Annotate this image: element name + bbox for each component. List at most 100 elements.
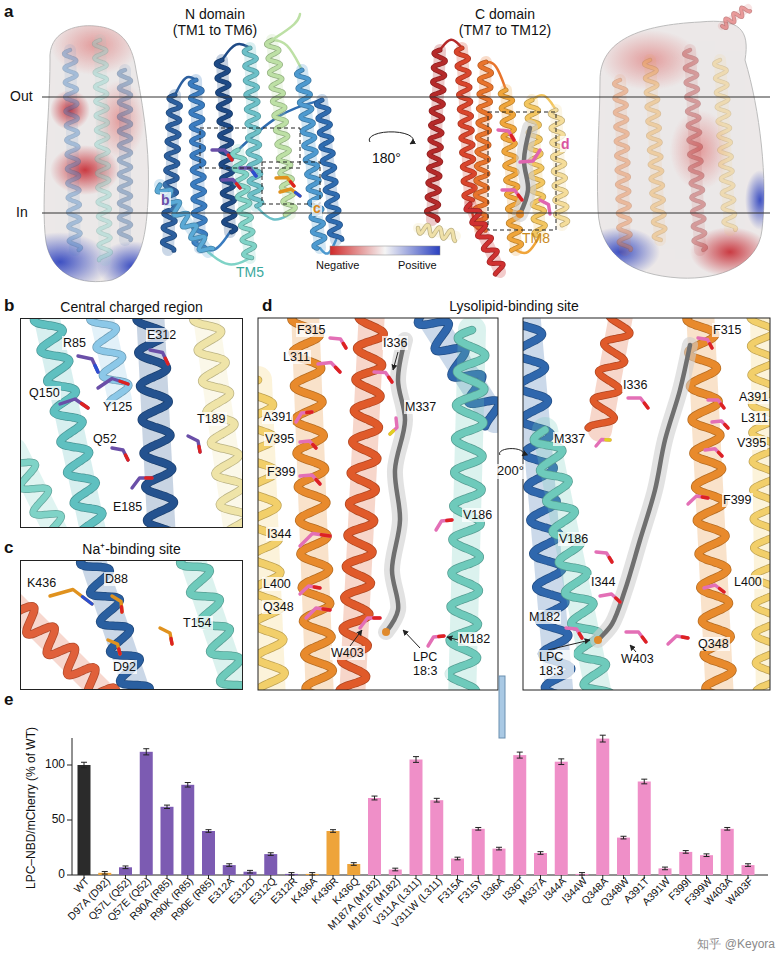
residue-stick <box>330 338 346 348</box>
residue-label: L311 <box>282 350 311 364</box>
residue-stick <box>306 608 330 618</box>
residue-stick <box>300 586 320 594</box>
helix <box>119 70 131 240</box>
leader-line <box>393 352 398 370</box>
leader-line <box>403 630 420 648</box>
helix-core <box>762 318 768 690</box>
residue-label: V395 <box>264 432 295 446</box>
residue-label: Q348 <box>697 637 730 651</box>
atom-tip <box>389 377 392 382</box>
error-bar <box>413 757 419 763</box>
helix-edge <box>20 450 61 528</box>
residue-stick <box>708 400 724 408</box>
helix-ribbon <box>232 150 254 258</box>
helix-ribbon <box>216 60 236 232</box>
atom-tip <box>719 452 723 456</box>
helix-edge <box>157 185 213 250</box>
residue-stick <box>628 398 648 408</box>
helix-core <box>119 70 131 240</box>
helix-edge <box>418 225 455 241</box>
helix <box>466 204 503 274</box>
residue-stick <box>596 440 610 447</box>
charge-patch <box>745 170 775 230</box>
error-bar <box>621 836 627 839</box>
residue-stick <box>712 421 728 428</box>
helix <box>94 40 111 260</box>
panel-letter: d <box>262 296 272 316</box>
atom-tip <box>82 404 89 409</box>
helix-edge <box>466 204 503 274</box>
helix-ribbon <box>456 48 475 200</box>
annotation: 180° <box>372 150 401 166</box>
helix-edge <box>137 318 176 528</box>
atom-tip <box>321 535 330 536</box>
panel-frame <box>258 318 498 690</box>
phosphate-atom <box>594 636 602 644</box>
residue-stick <box>698 338 712 348</box>
panel-letter: a <box>4 2 13 22</box>
panel-letter: e <box>4 690 13 710</box>
ribbon-n-domain <box>157 14 342 265</box>
error-bar <box>143 749 149 755</box>
helix-ribbon <box>80 560 150 690</box>
helix-ribbon <box>418 225 455 241</box>
residue-stick <box>132 478 152 488</box>
error-bar <box>226 864 232 867</box>
annotation: In <box>16 204 28 220</box>
bar <box>264 854 277 875</box>
bar <box>596 739 609 875</box>
residue-stick <box>108 640 120 654</box>
charge-patch <box>10 232 110 292</box>
membrane-line <box>42 97 770 98</box>
atom-tip <box>146 476 152 479</box>
helix <box>20 450 61 528</box>
atom-tip <box>237 184 241 188</box>
helix-ribbon <box>162 95 180 250</box>
helix-ribbon <box>466 204 503 274</box>
residue-stick <box>600 594 620 602</box>
helix <box>162 95 180 250</box>
atom-tip <box>343 344 346 349</box>
panel-d-right-art <box>523 318 770 690</box>
residue-stick <box>280 189 300 196</box>
atom-tip <box>165 358 168 364</box>
bar <box>617 838 630 875</box>
helix-core <box>45 318 95 528</box>
helix <box>614 80 631 250</box>
residue-stick <box>520 150 540 162</box>
atom-tip <box>518 195 522 200</box>
residue-stick <box>98 379 128 389</box>
error-bar <box>392 868 398 871</box>
helix-ribbon <box>714 60 736 230</box>
bar <box>181 785 194 875</box>
bar <box>161 807 174 875</box>
helix <box>722 8 750 28</box>
residue-stick <box>150 350 168 364</box>
atom-tip <box>721 404 724 408</box>
callout-letter: b <box>160 192 171 208</box>
error-bar <box>185 783 191 788</box>
atom-tip <box>171 639 172 645</box>
residue-stick <box>50 590 92 605</box>
residue-stick <box>688 496 708 504</box>
error-bar <box>517 752 523 758</box>
y-tick <box>67 765 72 766</box>
error-bar <box>206 830 212 833</box>
error-bar <box>247 870 253 873</box>
error-bar <box>123 866 129 869</box>
error-bar <box>600 735 606 742</box>
tick-label: 100 <box>45 758 65 772</box>
bar <box>472 829 485 875</box>
atom-tip <box>291 182 295 186</box>
residue-label: I344 <box>266 527 292 541</box>
bar <box>202 831 215 875</box>
residue-label: L311 <box>740 411 769 425</box>
residue-label: F315 <box>712 323 743 337</box>
residue-stick <box>704 585 724 592</box>
bar-chart <box>67 735 768 879</box>
annotation: Out <box>10 88 33 104</box>
helix-edge <box>550 110 568 225</box>
helix <box>64 50 81 250</box>
marker-bar <box>499 676 505 738</box>
residue-stick <box>502 190 522 200</box>
